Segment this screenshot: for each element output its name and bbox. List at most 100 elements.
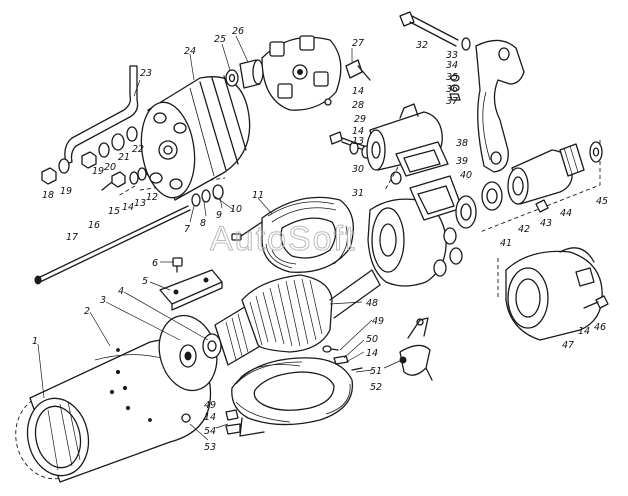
- part-34-clamp: [475, 39, 525, 173]
- callout-2: 2: [84, 306, 90, 317]
- callout-4: 4: [118, 286, 124, 297]
- callout-14: 14: [122, 202, 134, 213]
- callout-45: 45: [596, 196, 608, 207]
- callout-3: 3: [100, 295, 106, 306]
- part-33-washer: [461, 37, 471, 51]
- parts-35-37-fasteners: [449, 74, 461, 101]
- callout-46: 46: [594, 322, 606, 333]
- part-5-bracket: [159, 269, 223, 311]
- callout-14e: 14: [366, 348, 378, 359]
- part-51-connector: [399, 317, 433, 381]
- callout-24: 24: [184, 46, 196, 57]
- part-28-screw: [324, 98, 332, 106]
- callout-27: 27: [352, 38, 364, 49]
- callout-7: 7: [184, 224, 190, 235]
- part-41-washer: [455, 195, 477, 229]
- callout-53: 53: [204, 442, 216, 453]
- part-49-bolt: [322, 345, 339, 353]
- part-54-lug: [225, 409, 241, 435]
- part-10-washer: [212, 184, 224, 200]
- callout-51: 51: [370, 366, 382, 377]
- part-6-screw: [172, 257, 183, 273]
- part-45-washer: [589, 141, 603, 163]
- callout-36: 36: [446, 84, 458, 95]
- part-50-washer: [333, 355, 349, 365]
- callout-14b: 14: [352, 86, 364, 97]
- callout-25: 25: [214, 34, 226, 45]
- part-31-oring: [390, 171, 402, 185]
- callout-14c: 14: [352, 126, 364, 137]
- part-25-bushing: [225, 69, 239, 87]
- callout-6: 6: [152, 258, 158, 269]
- callout-8: 8: [200, 218, 206, 229]
- callout-22: 22: [132, 144, 144, 155]
- callout-32: 32: [416, 40, 428, 51]
- callout-17: 17: [66, 232, 78, 243]
- callout-47: 47: [562, 340, 574, 351]
- part-42-ring: [481, 181, 503, 211]
- part-7-tie-rod: [34, 205, 191, 285]
- callout-30: 30: [352, 164, 364, 175]
- callout-15: 15: [108, 206, 120, 217]
- callout-21: 21: [118, 152, 130, 163]
- callout-28: 28: [352, 100, 364, 111]
- part-47-nose-housing: [505, 247, 603, 341]
- callout-26: 26: [232, 26, 244, 37]
- callout-37: 37: [446, 96, 458, 107]
- parts-18-22-fasteners: [41, 126, 138, 185]
- callout-11: 11: [252, 190, 264, 201]
- part-44-clutch: [507, 143, 585, 205]
- callout-18: 18: [42, 190, 54, 201]
- part-11-field-coil: [231, 196, 354, 273]
- callout-38: 38: [456, 138, 468, 149]
- callout-labels: 1 2 3 4 5 6 7 8 9 10 11 12 13 14 15 16 1…: [32, 26, 608, 453]
- callout-42: 42: [518, 224, 530, 235]
- callout-40: 40: [460, 170, 472, 181]
- watermark: AutoSoft: [210, 220, 356, 258]
- callout-44: 44: [560, 208, 572, 219]
- callout-19b: 19: [92, 166, 104, 177]
- part-8-washer: [191, 193, 201, 207]
- part-27-brush: [345, 59, 371, 81]
- callout-1: 1: [32, 336, 38, 347]
- callout-12: 12: [146, 192, 158, 203]
- part-43-screw: [535, 199, 549, 213]
- part-53-screw: [181, 413, 191, 423]
- part-3-end-plate: [158, 314, 218, 392]
- part-39-gasket: [395, 141, 449, 177]
- part-4-shaft-end: [202, 333, 222, 359]
- callout-52: 52: [370, 382, 382, 393]
- callout-23: 23: [140, 68, 152, 79]
- callout-49: 49: [372, 316, 384, 327]
- callout-31: 31: [352, 188, 364, 199]
- brush-holder-plate: [261, 35, 342, 111]
- part-24-end-cover: [140, 75, 251, 201]
- callout-39: 39: [456, 156, 468, 167]
- part-48-armature: [214, 253, 396, 366]
- assembly-line: [117, 185, 136, 197]
- callout-33: 33: [446, 50, 458, 61]
- callout-54: 54: [204, 426, 216, 437]
- callout-35: 35: [446, 72, 458, 83]
- callout-50: 50: [366, 334, 378, 345]
- part-9-washer: [201, 189, 211, 203]
- callout-16: 16: [88, 220, 100, 231]
- part-46-bolt: [583, 295, 609, 309]
- leader-lines: [37, 35, 403, 441]
- part-32-bolt: [399, 11, 459, 47]
- part-52-field-coil: [231, 357, 363, 437]
- callout-19: 19: [60, 186, 72, 197]
- callout-34: 34: [446, 60, 458, 71]
- callout-49b: 49: [204, 400, 216, 411]
- callout-14d: 14: [578, 326, 590, 337]
- callout-41: 41: [500, 238, 512, 249]
- part-26-cap: [239, 59, 264, 89]
- callout-13: 13: [134, 198, 146, 209]
- callout-10: 10: [230, 204, 242, 215]
- callout-29: 29: [354, 114, 366, 125]
- callout-43: 43: [540, 218, 552, 229]
- callout-13b: 13: [352, 136, 364, 147]
- callout-20: 20: [104, 162, 116, 173]
